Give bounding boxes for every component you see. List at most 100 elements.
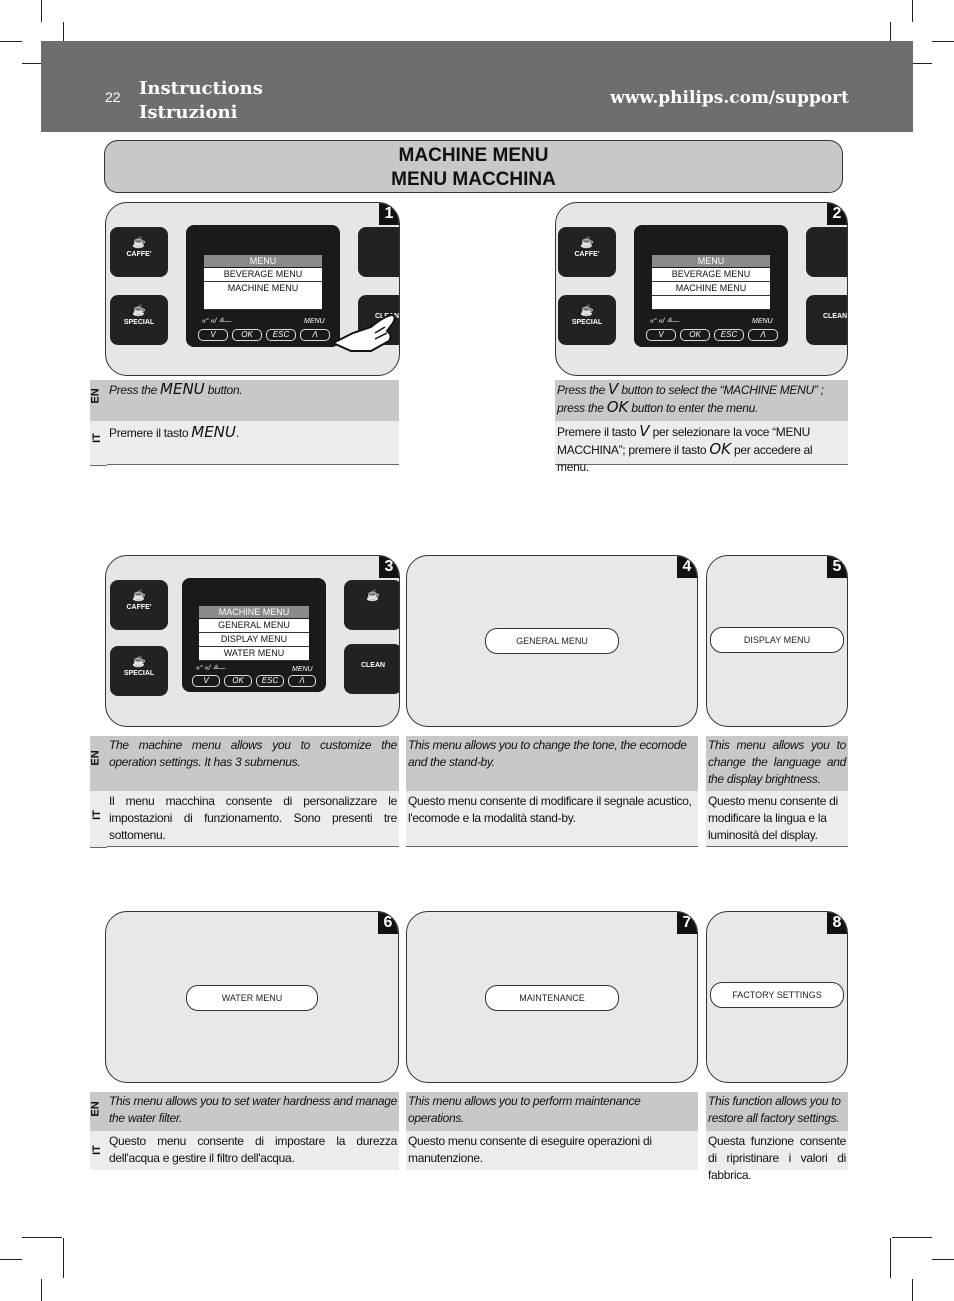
text: per selezionare la voce “MENU MACCHINA”;… — [557, 425, 810, 457]
wifi-eco-icon: «° «/ ≗— — [202, 318, 232, 325]
wifi-eco-icon: «° «/ ≗— — [196, 665, 226, 672]
display-menu-item: DISPLAY MENU — [710, 627, 844, 653]
lang-it-tag: IT — [90, 810, 103, 820]
caffe-right-button: ☕ — [344, 580, 399, 630]
ok-softkey: OK — [232, 329, 262, 341]
menu-item: MACHINE MENU — [204, 282, 322, 310]
crop-mark — [22, 1237, 62, 1238]
special-cup-icon: ☕ — [580, 305, 594, 317]
step-number: 4 — [677, 556, 697, 578]
menu-header: MENU — [652, 255, 770, 267]
step-4-en-text: This menu allows you to change the tone,… — [406, 736, 698, 791]
up-softkey: Λ — [300, 329, 330, 341]
text: button. — [204, 383, 243, 397]
ok-key-glyph: OK — [709, 440, 731, 458]
crop-mark — [932, 1259, 954, 1260]
step-7-panel: 7 MAINTENANCE — [406, 911, 698, 1083]
step-5-it-text: Questo menu consente di modificare la li… — [706, 791, 848, 847]
softkey-menu-label: MENU — [752, 318, 773, 325]
menu-item: DISPLAY MENU — [199, 633, 309, 647]
text: . — [235, 426, 239, 440]
down-softkey: V — [198, 329, 228, 341]
cup-icon: ☕ — [132, 237, 146, 249]
ok-softkey: OK — [680, 329, 710, 341]
up-softkey: Λ — [288, 675, 316, 687]
general-menu-item: GENERAL MENU — [485, 628, 619, 654]
lang-en-tag: EN — [89, 1101, 102, 1117]
text: Press the — [557, 383, 609, 397]
step-7-en-text: This menu allows you to perform maintena… — [406, 1092, 698, 1131]
step-6-it-text: Questo menu consente di impostare la dur… — [107, 1131, 399, 1170]
pointing-hand-icon — [331, 313, 396, 352]
crop-mark — [912, 1279, 913, 1301]
step-4-panel: 4 GENERAL MENU — [406, 555, 698, 727]
menu-item: BEVERAGE MENU — [204, 268, 322, 282]
step-2-en-text: Press the V button to select the “MACHIN… — [555, 380, 848, 421]
crop-mark — [890, 1238, 891, 1278]
crop-mark — [892, 1237, 932, 1238]
crop-mark — [932, 41, 954, 42]
cup-icon: ☕ — [580, 237, 594, 249]
menu-key-glyph: MENU — [191, 423, 236, 441]
ok-key-glyph: OK — [606, 398, 629, 416]
step-number: 5 — [827, 556, 847, 578]
lang-en-tag: EN — [89, 388, 102, 404]
clean-label: CLEAN — [360, 662, 386, 669]
section-title-it: MENU MACCHINA — [391, 169, 556, 190]
menu-item: GENERAL MENU — [199, 619, 309, 633]
factory-settings-item: FACTORY SETTINGS — [710, 982, 844, 1008]
crop-mark — [0, 1259, 22, 1260]
menu-item: MACHINE MENU — [652, 282, 770, 296]
special-button: ☕ SPECIAL — [558, 295, 616, 345]
special-label: SPECIAL — [571, 319, 603, 326]
step-8-it-text: Questa funzione consente di ripristinare… — [706, 1131, 848, 1182]
menu-key-glyph: MENU — [160, 380, 205, 398]
ok-softkey: OK — [224, 675, 252, 687]
esc-softkey: ESC — [714, 329, 744, 341]
softkey-menu-label: MENU — [292, 666, 313, 673]
maintenance-item: MAINTENANCE — [485, 985, 619, 1011]
lang-it-tag: IT — [90, 1145, 103, 1155]
section-title: MACHINE MENU MENU MACCHINA — [104, 140, 843, 193]
caffe-label: CAFFE' — [126, 604, 152, 611]
step-2-it-text: Premere il tasto V per selezionare la vo… — [555, 421, 848, 474]
header-title-en: Instructions — [139, 78, 263, 99]
step-3-panel: 3 ☕CAFFE' ☕ SPECIAL ☕ CLEAN MACHINE MENU … — [105, 555, 400, 727]
menu-header: MENU — [204, 255, 322, 267]
step-4-it-text: Questo menu consente di modificare il se… — [406, 791, 698, 847]
crop-mark — [912, 0, 913, 22]
special-label: SPECIAL — [123, 670, 155, 677]
lang-it-tag: IT — [90, 433, 103, 443]
step-number: 6 — [378, 912, 398, 934]
step-5-panel: 5 DISPLAY MENU — [706, 555, 848, 727]
step-2-panel: 2 ☕CAFFE' ☕SPECIAL CLEAN MENU BEVERAGE M… — [555, 202, 848, 376]
right-button — [358, 227, 399, 277]
caffe-button: ☕CAFFE' — [110, 580, 168, 630]
caffe-label: CAFFE' — [574, 251, 600, 258]
support-url[interactable]: www.philips.com/support — [610, 88, 849, 108]
crop-mark — [41, 1279, 42, 1301]
wifi-eco-icon: «° «/ ≗— — [650, 318, 680, 325]
crop-mark — [0, 41, 22, 42]
step-number: 7 — [677, 912, 697, 934]
down-key-glyph: V — [608, 380, 619, 398]
menu-header: MACHINE MENU — [199, 606, 309, 618]
special-cup-icon: ☕ — [132, 656, 146, 668]
cup-icon: ☕ — [366, 590, 380, 602]
caffe-button: ☕CAFFE' — [110, 227, 168, 277]
text: button to enter the menu. — [628, 401, 758, 415]
step-3-en-text: The machine menu allows you to customize… — [107, 736, 399, 791]
step-1-it-text: Premere il tasto MENU. — [107, 421, 399, 465]
down-softkey: V — [646, 329, 676, 341]
section-title-en: MACHINE MENU — [398, 145, 549, 166]
text: per accedere al menu. — [557, 443, 813, 474]
clean-label: CLEAN — [822, 313, 848, 320]
clean-button: CLEAN — [806, 295, 848, 345]
display-screen: MACHINE MENU GENERAL MENU DISPLAY MENU W… — [182, 578, 326, 692]
step-5-en-text: This menu allows you to change the langu… — [706, 736, 848, 791]
step-number: 3 — [379, 556, 399, 578]
softkey-menu-label: MENU — [304, 318, 325, 325]
right-button — [806, 227, 847, 277]
text: Premere il tasto — [109, 426, 192, 440]
special-button: ☕SPECIAL — [110, 295, 168, 345]
